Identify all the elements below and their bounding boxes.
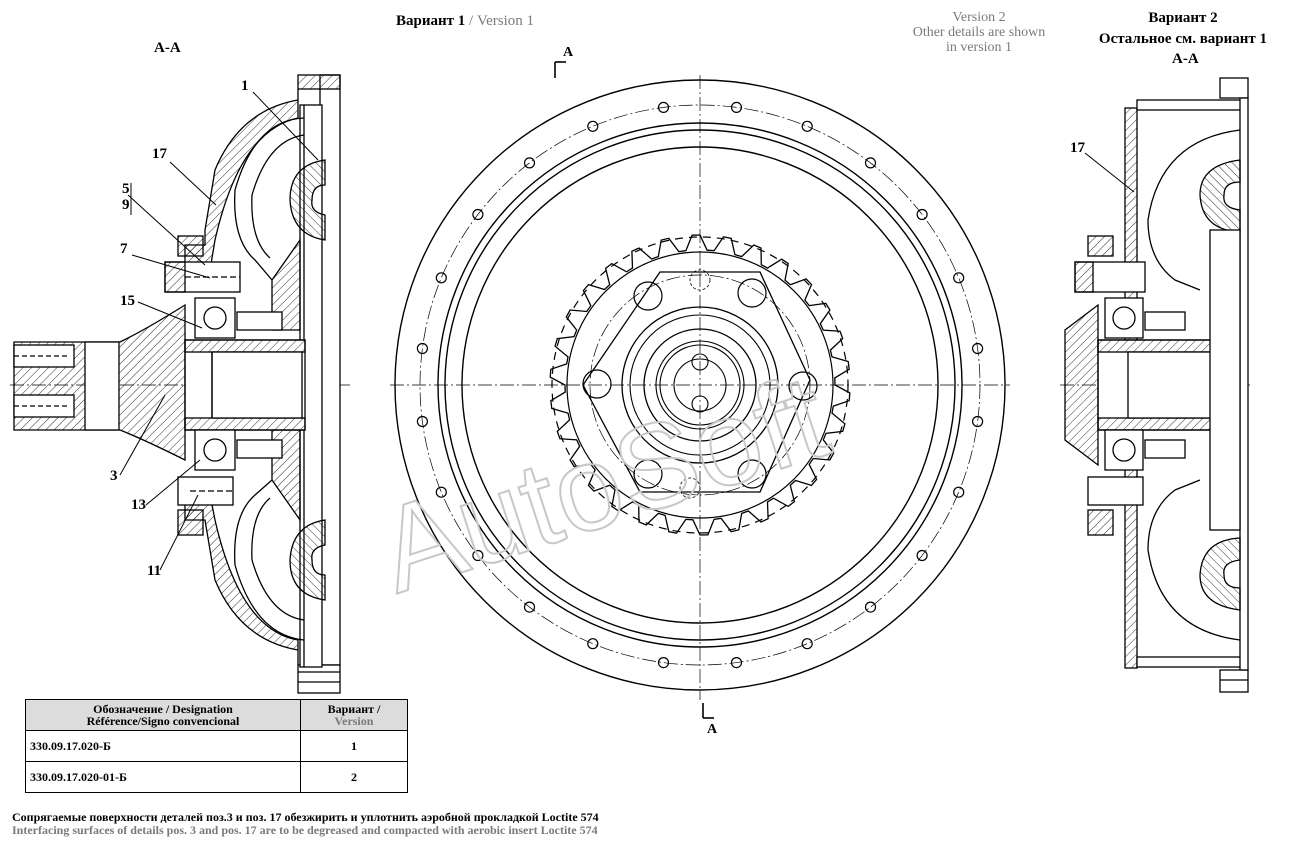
table-row: 330.09.17.020-Б 1 (25, 730, 408, 762)
callout-11: 11 (147, 563, 162, 579)
callout-17-right: 17 (1070, 140, 1085, 156)
header-variant-en: Version (334, 714, 374, 728)
bolt-hole-icon (730, 101, 743, 114)
table-header-designation: Обозначение / Designation Référence/Sign… (25, 699, 301, 731)
variant1-title-en: Version 1 (476, 13, 535, 29)
note-english: Interfacing surfaces of details pos. 3 a… (12, 823, 598, 837)
note-russian: Сопрягаемые поверхности деталей поз.3 и … (12, 810, 599, 824)
callout-5: 5 (122, 181, 130, 197)
gear-teeth (549, 234, 851, 536)
bolt-hole-icon (864, 601, 877, 613)
cut-label-bottom: А (707, 722, 718, 737)
bolt-hole-icon (435, 272, 447, 284)
watermark-text: AutoSoft (363, 349, 842, 619)
variant2-ru-line-1: Вариант 2 (1148, 10, 1218, 26)
variant2-russian-title: Вариант 2 Остальное см. вариант 1 (1083, 8, 1283, 50)
bolt-hole-icon (916, 549, 928, 562)
bolt-hole-icon (523, 601, 536, 613)
callout-3: 3 (110, 468, 118, 484)
variant2-en-line-3: in version 1 (945, 40, 1013, 55)
header-designation-line-2: Référence/Signo convencional (86, 714, 240, 728)
bolt-hole-icon (657, 656, 670, 669)
header-variant-ru: Вариант / (327, 702, 381, 716)
callout-leaders (119, 91, 1135, 571)
variant2-ru-line-2: Остальное см. вариант 1 (1098, 31, 1268, 47)
bolt-hole-icon (435, 486, 447, 498)
bolt-hole-icon (472, 208, 484, 221)
bolt-hole-icon (587, 638, 599, 650)
bolt-hole-icon (416, 415, 428, 428)
variant1-title-ru: Вариант 1 (396, 13, 466, 29)
callout-7: 7 (120, 241, 128, 257)
callout-13: 13 (131, 497, 146, 513)
variant2-english-title: Version 2 Other details are shown in ver… (889, 10, 1069, 55)
bolt-hole-icon (657, 101, 670, 114)
bolt-hole-icon (953, 272, 965, 284)
variant1-title-sep: / (465, 13, 477, 29)
bolt-hole-icon (971, 342, 984, 355)
bolt-hole-icon (971, 415, 984, 428)
bolt-hole-icon (801, 638, 813, 650)
bolt-hole-icon (801, 120, 813, 132)
bolt-hole-icon (587, 120, 599, 132)
variant2-en-line-2: Other details are shown (912, 25, 1046, 40)
table-header-row: Обозначение / Designation Référence/Sign… (25, 699, 408, 731)
bolt-hole-icon (730, 656, 743, 669)
header-designation-line-1: Обозначение / Designation (93, 702, 233, 716)
bolt-hole-icon (416, 342, 428, 355)
row-1-code: 330.09.17.020-Б (25, 730, 301, 762)
right-section-view (1060, 77, 1250, 693)
callout-9: 9 (122, 197, 130, 213)
section-label-right: А-А (1172, 51, 1199, 67)
table-row: 330.09.17.020-01-Б 2 (25, 761, 408, 793)
bolt-hole-icon (953, 486, 965, 498)
front-view (390, 61, 1010, 719)
variant1-title: Вариант 1 / Version 1 (396, 13, 534, 30)
designation-table: Обозначение / Designation Référence/Sign… (25, 699, 408, 793)
bolt-hole-icon (523, 157, 536, 169)
row-2-variant: 2 (300, 761, 408, 793)
section-label-left: А-А (154, 40, 181, 56)
row-1-variant: 1 (300, 730, 408, 762)
bolt-hole-icon (864, 157, 877, 169)
bolt-hole-icon (916, 208, 928, 221)
callout-15: 15 (120, 293, 135, 309)
variant2-en-line-1: Version 2 (952, 10, 1006, 25)
left-section-view (10, 74, 350, 694)
bolt-hole-icon (472, 549, 484, 562)
table-header-variant: Вариант / Version (300, 699, 408, 731)
callout-17: 17 (152, 146, 167, 162)
row-2-code: 330.09.17.020-01-Б (25, 761, 301, 793)
cut-label-top: А (563, 45, 574, 60)
callout-1: 1 (241, 78, 249, 94)
